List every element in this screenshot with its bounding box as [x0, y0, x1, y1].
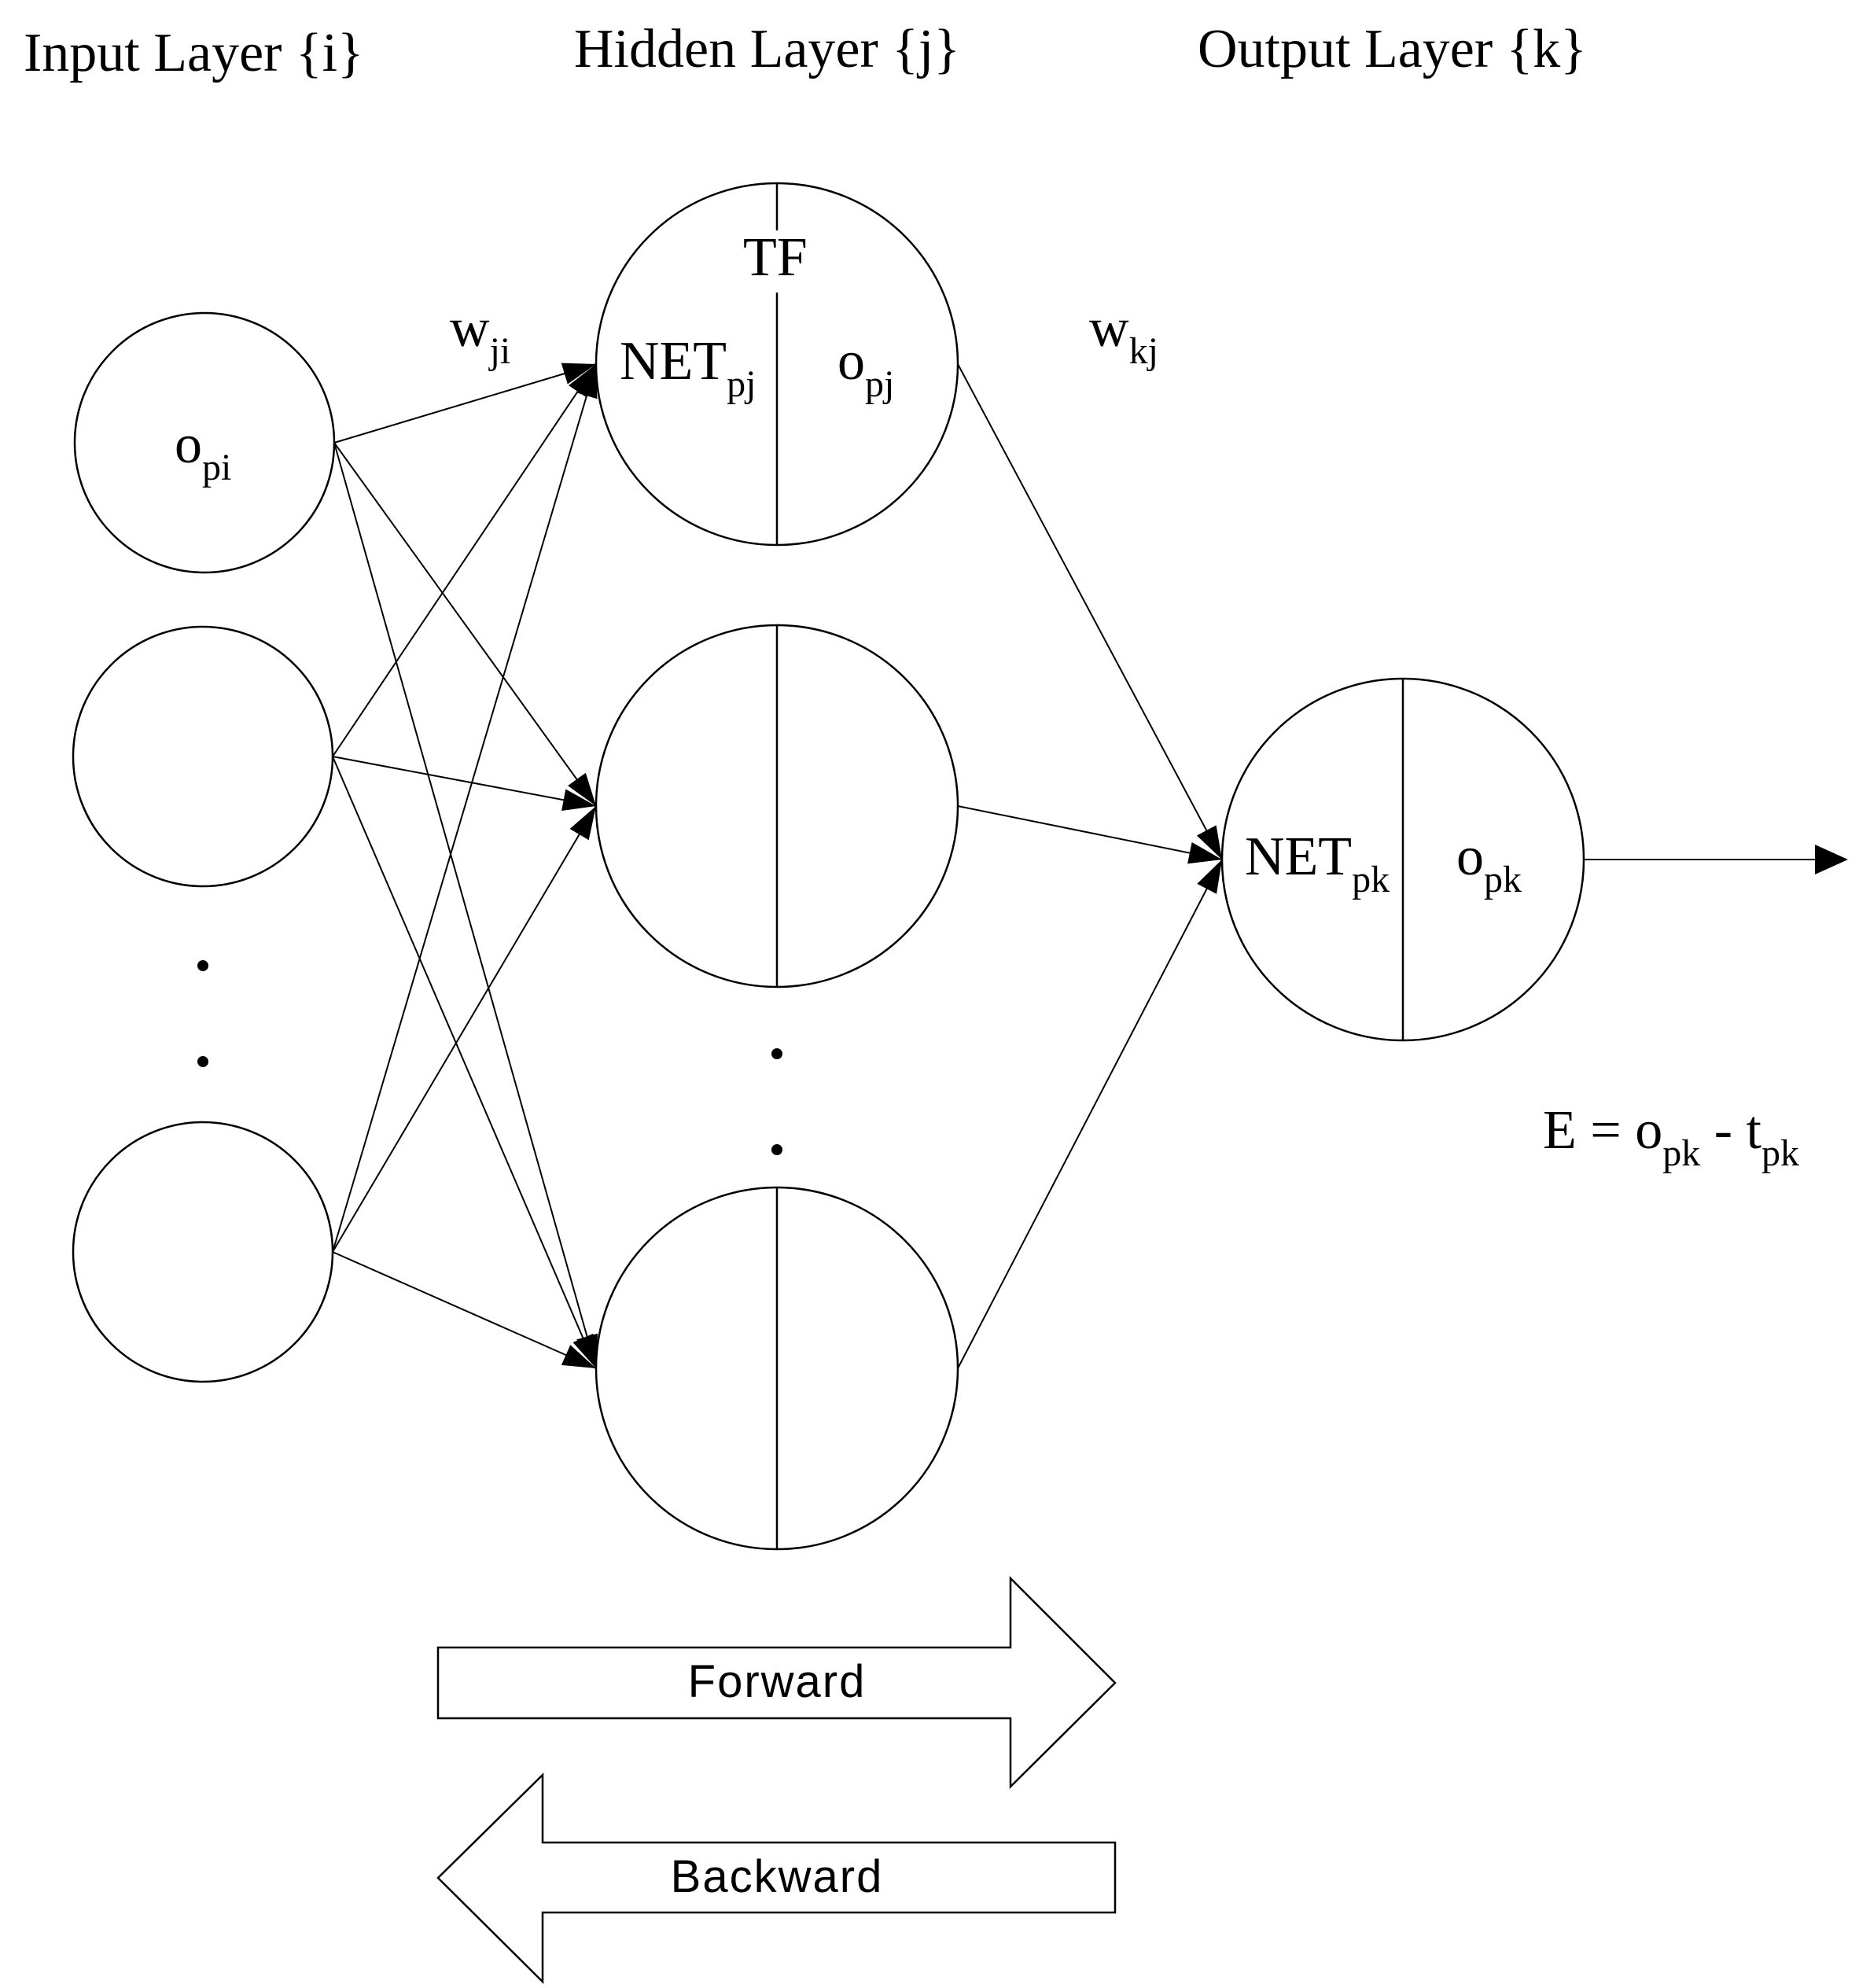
hidden-ellipsis-dot [771, 1048, 782, 1059]
output-arrowhead [1815, 845, 1848, 874]
arrowhead-input-3-to-hidden-3 [561, 1345, 596, 1368]
edge-input-3-to-hidden-1 [332, 363, 597, 1253]
edge-hidden-1-to-output [957, 363, 1223, 860]
connection-edges [332, 363, 1223, 1369]
error-formula: E = opk - tpk [1543, 1100, 1799, 1174]
edge-input-2-to-hidden-3 [332, 756, 597, 1369]
edge-input-1-to-hidden-3 [333, 442, 597, 1369]
input-node-2 [72, 625, 334, 888]
arrowheads [561, 363, 1222, 1368]
weight-kj-label: wkj [1089, 298, 1158, 372]
input-ellipsis-dot [197, 960, 208, 971]
hidden-layer-header: Hidden Layer {j} [574, 19, 960, 79]
forward-arrow-label: Forward [688, 1656, 867, 1707]
hidden-net-label: NETpj [620, 331, 756, 405]
output-layer-header: Output Layer {k} [1198, 19, 1587, 79]
edge-input-1-to-hidden-2 [333, 442, 597, 807]
edge-input-1-to-hidden-1 [333, 363, 597, 444]
edge-hidden-2-to-output [957, 805, 1223, 860]
arrowhead-input-2-to-hidden-1 [568, 364, 596, 398]
transfer-function-label: TF [743, 227, 808, 288]
arrowhead-hidden-2-to-output [1187, 841, 1222, 864]
weight-ji-label: wji [450, 298, 510, 372]
input-node-1 [73, 311, 336, 574]
forward-arrow [436, 1575, 1117, 1790]
input-layer-header: Input Layer {i} [24, 23, 364, 83]
backward-arrow-label: Backward [671, 1851, 884, 1902]
arrowhead-input-1-to-hidden-2 [568, 772, 596, 806]
input-node-label: opi [175, 414, 231, 488]
arrowhead-input-1-to-hidden-1 [561, 363, 596, 385]
edge-hidden-3-to-output [957, 859, 1223, 1369]
arrowhead-hidden-3-to-output [1197, 860, 1222, 894]
arrowhead-input-2-to-hidden-2 [561, 789, 596, 811]
output-value-label: opk [1456, 826, 1522, 900]
input-node-n [72, 1121, 334, 1383]
output-net-label: NETpk [1245, 826, 1390, 900]
input-ellipsis-dot [197, 1056, 208, 1067]
hidden-output-label: opj [837, 331, 894, 405]
arrowhead-input-3-to-hidden-2 [569, 806, 596, 841]
edge-input-3-to-hidden-3 [332, 1251, 597, 1369]
arrowhead-hidden-1-to-output [1196, 825, 1222, 860]
edge-input-2-to-hidden-2 [332, 756, 597, 807]
backward-arrow [436, 1773, 1117, 1985]
arrowhead-input-2-to-hidden-3 [572, 1333, 596, 1368]
hidden-ellipsis-dot [771, 1144, 782, 1155]
arrowhead-input-3-to-hidden-1 [576, 364, 598, 399]
edge-input-3-to-hidden-2 [332, 805, 597, 1253]
edge-input-2-to-hidden-1 [332, 363, 597, 757]
